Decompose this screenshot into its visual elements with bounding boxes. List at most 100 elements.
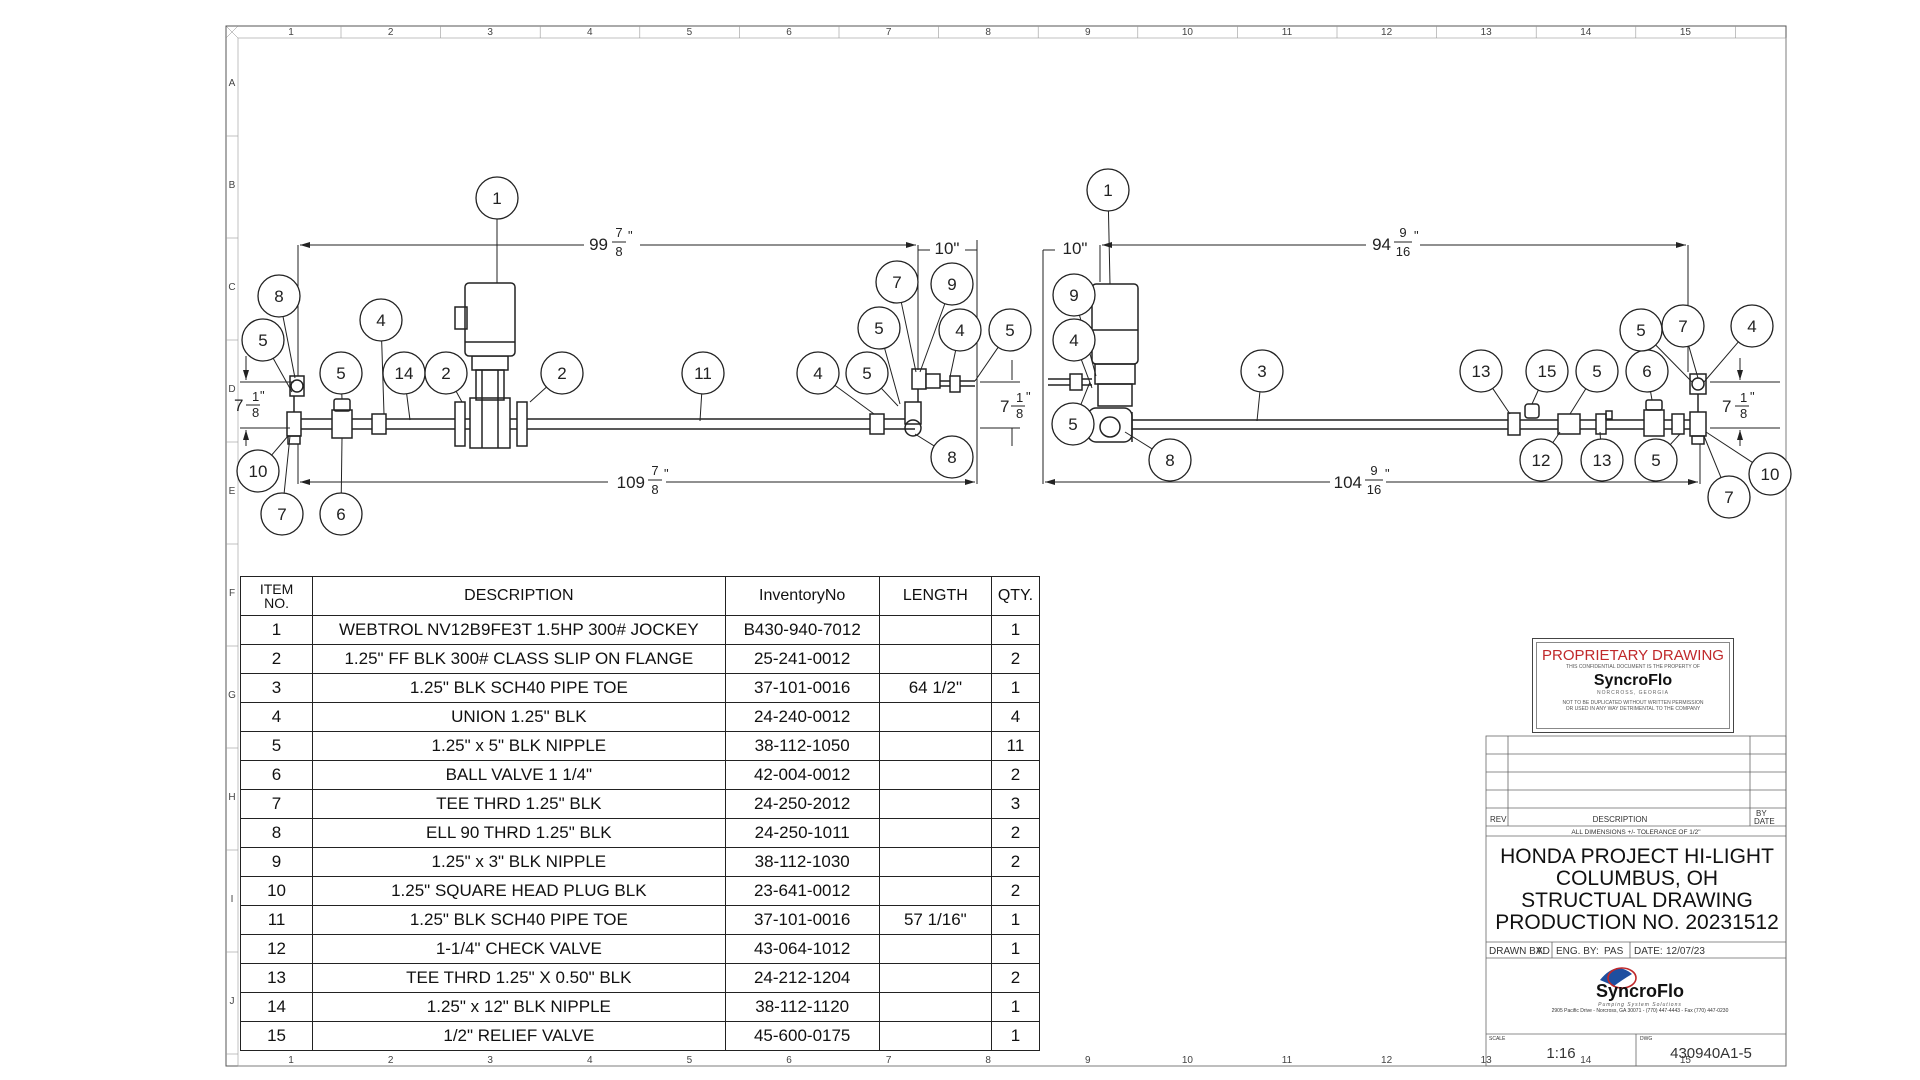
- svg-text:1: 1: [252, 389, 259, 404]
- left-balloon: 2: [529, 351, 584, 403]
- bom-cell-qty: 2: [990, 847, 1041, 877]
- zone-column-label: 5: [687, 1055, 693, 1066]
- right-balloon: 5: [1619, 308, 1693, 383]
- zone-column-label: 15: [1680, 1055, 1692, 1066]
- bom-cell-length: [878, 789, 992, 819]
- dim-left-ten: 10": [935, 239, 960, 258]
- balloon-number: 1: [492, 189, 501, 208]
- svg-text:": ": [260, 388, 265, 403]
- bom-cell-qty: 2: [990, 963, 1041, 993]
- header-length: LENGTH: [878, 576, 992, 616]
- zone-column-label: 1: [288, 1055, 294, 1066]
- by-label: BY: [1756, 809, 1767, 818]
- right-relief-valve: [1524, 403, 1540, 419]
- right-relief-tee: [1507, 412, 1521, 436]
- bom-cell-item: 4: [239, 702, 314, 732]
- svg-text:": ": [1414, 228, 1419, 243]
- logo-tagline: Pumping System Solutions: [1598, 1002, 1682, 1008]
- balloon-number: 9: [947, 275, 956, 294]
- right-balloon: 5: [1569, 349, 1619, 415]
- balloon-number: 13: [1472, 362, 1491, 381]
- bom-cell-item: 8: [239, 818, 314, 848]
- bom-cell-inventory: 38-112-1030: [724, 847, 880, 877]
- bom-cell-item: 15: [239, 1021, 314, 1051]
- zone-column-label: 8: [985, 27, 991, 38]
- bom-cell-length: [878, 876, 992, 906]
- bom-cell-length: [878, 1021, 992, 1051]
- header-inventory: InventoryNo: [724, 576, 880, 616]
- bom-cell-inventory: 37-101-0016: [724, 905, 880, 935]
- zone-column-label: 12: [1381, 1055, 1393, 1066]
- bom-cell-item: 14: [239, 992, 314, 1022]
- proprietary-brand: SyncroFlo: [1593, 672, 1673, 689]
- bom-cell-qty: 2: [990, 876, 1041, 906]
- bom-cell-qty: 4: [990, 702, 1041, 732]
- zone-row-label: F: [229, 588, 235, 599]
- bom-cell-description: 1.25" FF BLK 300# CLASS SLIP ON FLANGE: [312, 644, 726, 674]
- bom-cell-inventory: 24-212-1204: [724, 963, 880, 993]
- zone-column-label: 9: [1085, 27, 1091, 38]
- zone-row-label: A: [229, 78, 236, 89]
- svg-text:16: 16: [1367, 482, 1381, 497]
- left-flange-inlet: [454, 401, 466, 447]
- right-union: [1671, 413, 1685, 435]
- bom-cell-inventory: 24-250-1011: [724, 818, 880, 848]
- balloon-number: 2: [441, 364, 450, 383]
- left-balloon: 1: [475, 176, 519, 283]
- bom-cell-inventory: 38-112-1120: [724, 992, 880, 1022]
- title-block-logo: SyncroFlo Pumping System Solutions 2905 …: [1520, 955, 1760, 1014]
- bom-cell-description: 1.25" SQUARE HEAD PLUG BLK: [312, 876, 726, 906]
- zone-column-label: 2: [388, 1055, 394, 1066]
- bom-cell-inventory: 45-600-0175: [724, 1021, 880, 1051]
- bom-cell-length: [878, 934, 992, 964]
- svg-text:7: 7: [615, 225, 622, 240]
- balloon-number: 8: [274, 287, 283, 306]
- balloon-number: 5: [862, 364, 871, 383]
- left-balloon: 11: [681, 351, 725, 422]
- balloon-number: 7: [1678, 317, 1687, 336]
- balloon-number: 11: [694, 364, 712, 383]
- balloon-number: 2: [557, 364, 566, 383]
- balloon-number: 14: [395, 364, 414, 383]
- left-right-union: [869, 413, 885, 435]
- bom-cell-description: BALL VALVE 1 1/4": [312, 760, 726, 790]
- rev-label: REV: [1490, 815, 1507, 824]
- balloon-number: 5: [1636, 321, 1645, 340]
- proprietary-city: NORCROSS, GEORGIA: [1596, 690, 1669, 696]
- balloon-number: 13: [1593, 451, 1612, 470]
- balloon-number: 5: [1592, 362, 1601, 381]
- bom-cell-description: 1/2" RELIEF VALVE: [312, 1021, 726, 1051]
- zone-row-label: J: [230, 996, 235, 1007]
- dim-mid-height: 7: [1000, 397, 1009, 416]
- bom-cell-item: 7: [239, 789, 314, 819]
- bom-cell-inventory: 43-064-1012: [724, 934, 880, 964]
- zone-row-label: B: [229, 180, 236, 191]
- dimension-lines: [240, 240, 1780, 484]
- bom-cell-inventory: 24-250-2012: [724, 789, 880, 819]
- zone-column-label: 13: [1481, 1055, 1493, 1066]
- left-balloon: 5: [845, 351, 899, 407]
- right-assembly: [1048, 283, 1707, 445]
- svg-text:8: 8: [1740, 406, 1747, 421]
- balloon-number: 12: [1532, 451, 1551, 470]
- bom-cell-qty: 1: [990, 615, 1041, 645]
- balloon-number: 4: [1747, 317, 1756, 336]
- right-balloon: 3: [1240, 349, 1284, 422]
- header-description: DESCRIPTION: [312, 576, 726, 616]
- dimension-labels: 99 7 8 " 109 7 8 " 10" 7 1 8 " 7 1 8 " 1…: [234, 225, 1755, 497]
- right-balloon: 1: [1086, 168, 1130, 285]
- title-line-3: STRUCTUAL DRAWING: [1521, 889, 1753, 912]
- zone-column-label: 11: [1282, 1055, 1293, 1066]
- svg-text:": ": [1750, 389, 1755, 404]
- dim-left-top-whole: 99: [589, 235, 608, 254]
- bom-cell-description: WEBTROL NV12B9FE3T 1.5HP 300# JOCKEY: [312, 615, 726, 645]
- date-label: DATE: [1754, 817, 1775, 826]
- svg-text:7: 7: [651, 463, 658, 478]
- bom-cell-description: 1.25" BLK SCH40 PIPE TOE: [312, 905, 726, 935]
